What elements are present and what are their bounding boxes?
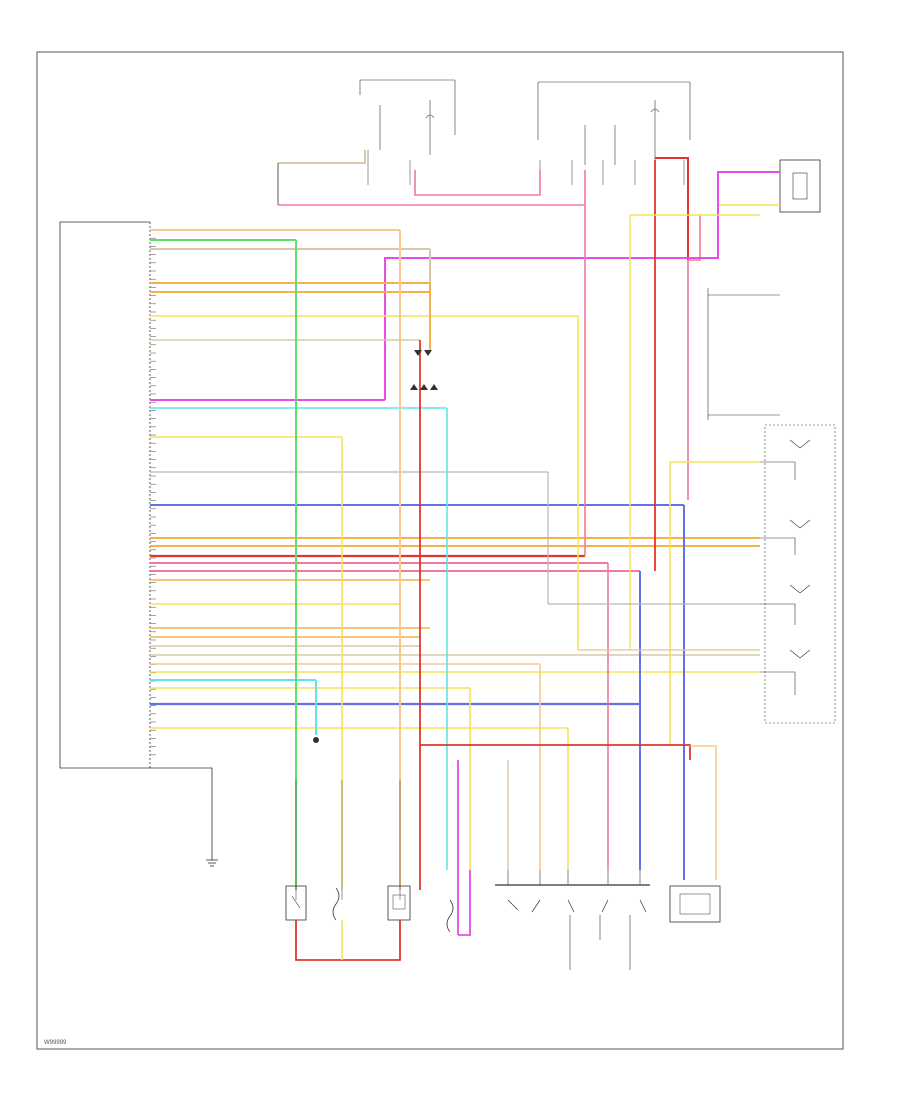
diagram-border <box>36 51 844 1050</box>
splice-connector <box>410 350 438 390</box>
routing-segments <box>315 214 760 760</box>
solenoid-2 <box>332 887 340 921</box>
solenoid-feed-loop <box>295 920 401 961</box>
tcm-module <box>59 221 151 769</box>
fuse-block-right <box>537 81 691 165</box>
fuse-block-left <box>359 79 456 155</box>
top-wiring <box>277 150 701 261</box>
ground <box>150 767 218 867</box>
vertical-wires <box>295 160 717 935</box>
sensor-coil-icon <box>313 737 319 743</box>
pressure-switch-assembly <box>707 288 836 724</box>
tcm-pin-ticks <box>150 229 156 756</box>
speed-sensor-top-right <box>384 159 821 400</box>
horizontal-wires <box>150 229 760 729</box>
diagram-code: W99999 <box>44 1040 67 1046</box>
pressure-control-solenoid <box>446 870 471 936</box>
bottom-connector-rows <box>295 780 401 900</box>
fluid-temp-sensor <box>669 885 721 923</box>
solenoid-3 <box>387 885 411 921</box>
tfp-switch-bus <box>495 870 650 970</box>
